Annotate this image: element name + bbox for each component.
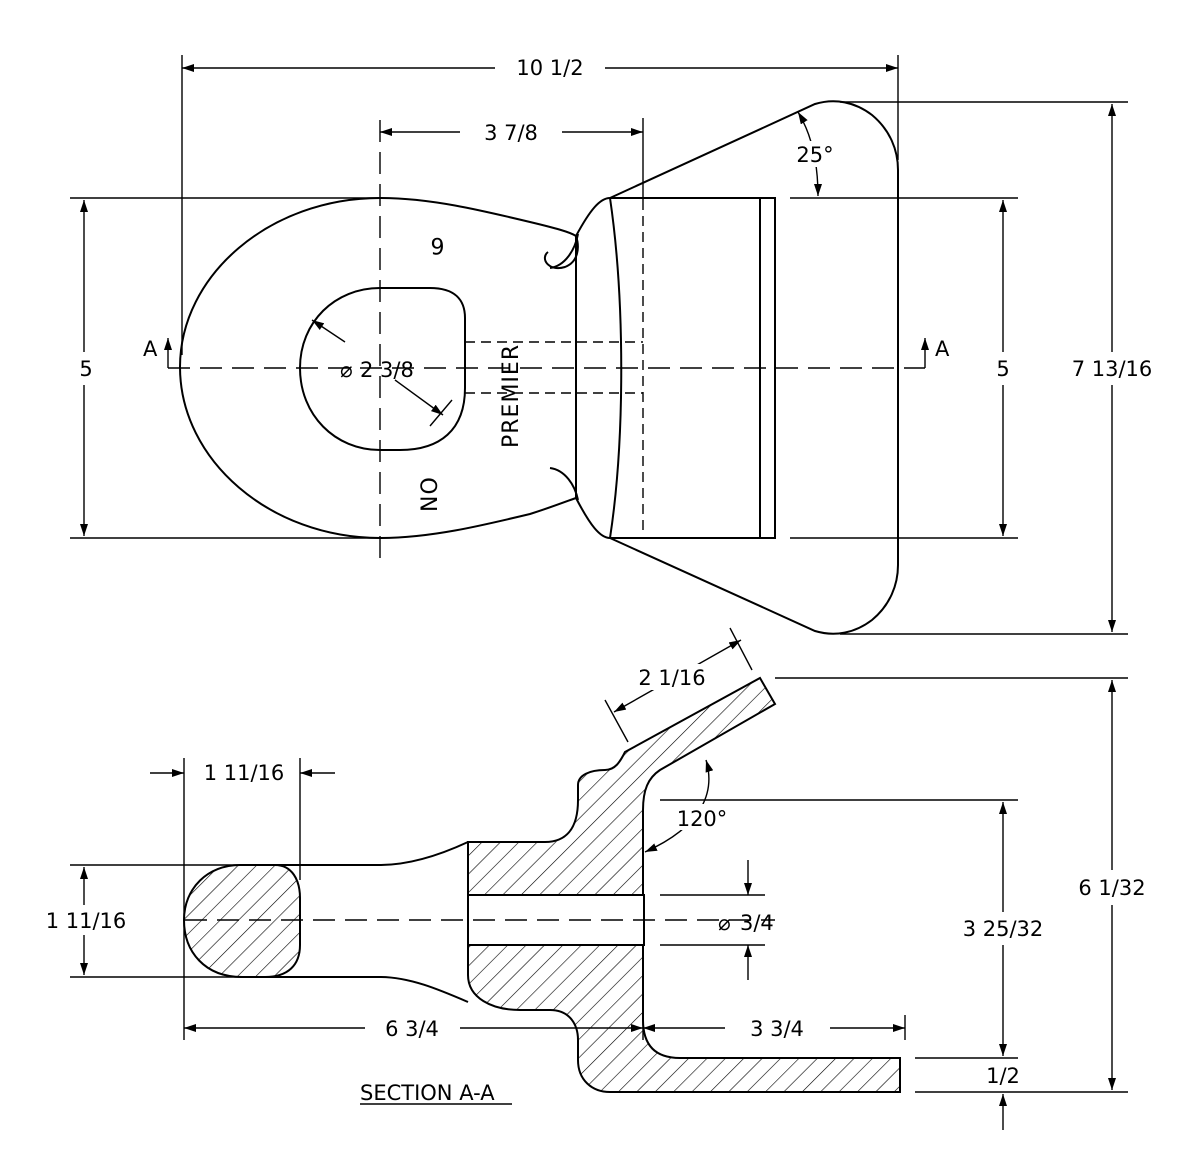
dim-overall-height: 7 13/16 xyxy=(1072,357,1153,381)
dim-line-eye-diameter-lower xyxy=(394,379,444,416)
ext-line-offset-b xyxy=(729,627,753,671)
dim-socket-height: 5 xyxy=(996,357,1009,381)
section-view: 2 1/16 1 11/16 1 11/16 120° ⌀ 3/4 3 25/3… xyxy=(46,627,1146,1130)
dim-bar-width: 1 11/16 xyxy=(204,761,285,785)
top-view: 10 1/2 3 7/8 5 5 7 13/16 25° ⌀ 2 3/8 xyxy=(70,55,1153,635)
dim-plate-thickness: 1/2 xyxy=(986,1064,1020,1088)
section-title: SECTION A-A xyxy=(360,1081,495,1105)
dim-line-eye-diameter-upper xyxy=(311,319,346,343)
bar-section xyxy=(182,864,301,978)
dim-bend-angle: 120° xyxy=(677,807,728,831)
dim-left-span: 6 3/4 xyxy=(385,1017,439,1041)
body-section xyxy=(467,676,901,1093)
eye-diameter-leader-tick xyxy=(429,399,453,427)
neck-lower-fillet xyxy=(549,467,579,501)
marking-no: NO xyxy=(418,476,443,512)
flange-outline xyxy=(609,100,899,635)
dim-overall-length: 10 1/2 xyxy=(516,56,583,80)
ext-line-offset-a xyxy=(604,699,629,743)
dim-taper-angle: 25° xyxy=(796,143,833,167)
dim-section-offset: 2 1/16 xyxy=(638,666,705,690)
marking-number: 6 xyxy=(430,232,445,257)
dim-socket-depth: 3 25/32 xyxy=(963,917,1044,941)
dim-bar-height: 1 11/16 xyxy=(46,909,127,933)
pin-diameter-symbol: ⌀ xyxy=(718,911,731,935)
marking-maker: PREMIER xyxy=(499,344,524,448)
dim-section-height: 6 1/32 xyxy=(1078,876,1145,900)
dim-eye-height: 5 xyxy=(79,357,92,381)
socket-body xyxy=(610,197,776,539)
dim-eye-to-socket: 3 7/8 xyxy=(484,121,538,145)
eye-diameter-symbol: ⌀ xyxy=(340,358,353,382)
section-marker-left: A xyxy=(143,337,158,361)
dim-right-span: 3 3/4 xyxy=(750,1017,804,1041)
neck-upper-fillet xyxy=(549,233,579,269)
dim-pin-diameter: 3/4 xyxy=(740,911,774,935)
dim-eye-diameter: 2 3/8 xyxy=(360,358,414,382)
bar-outline-bottom xyxy=(240,976,469,1003)
eye-outline xyxy=(178,197,579,540)
socket-front xyxy=(609,197,623,539)
section-marker-right: A xyxy=(935,337,950,361)
neck-taper xyxy=(575,197,611,539)
bar-outline-top xyxy=(240,841,469,866)
